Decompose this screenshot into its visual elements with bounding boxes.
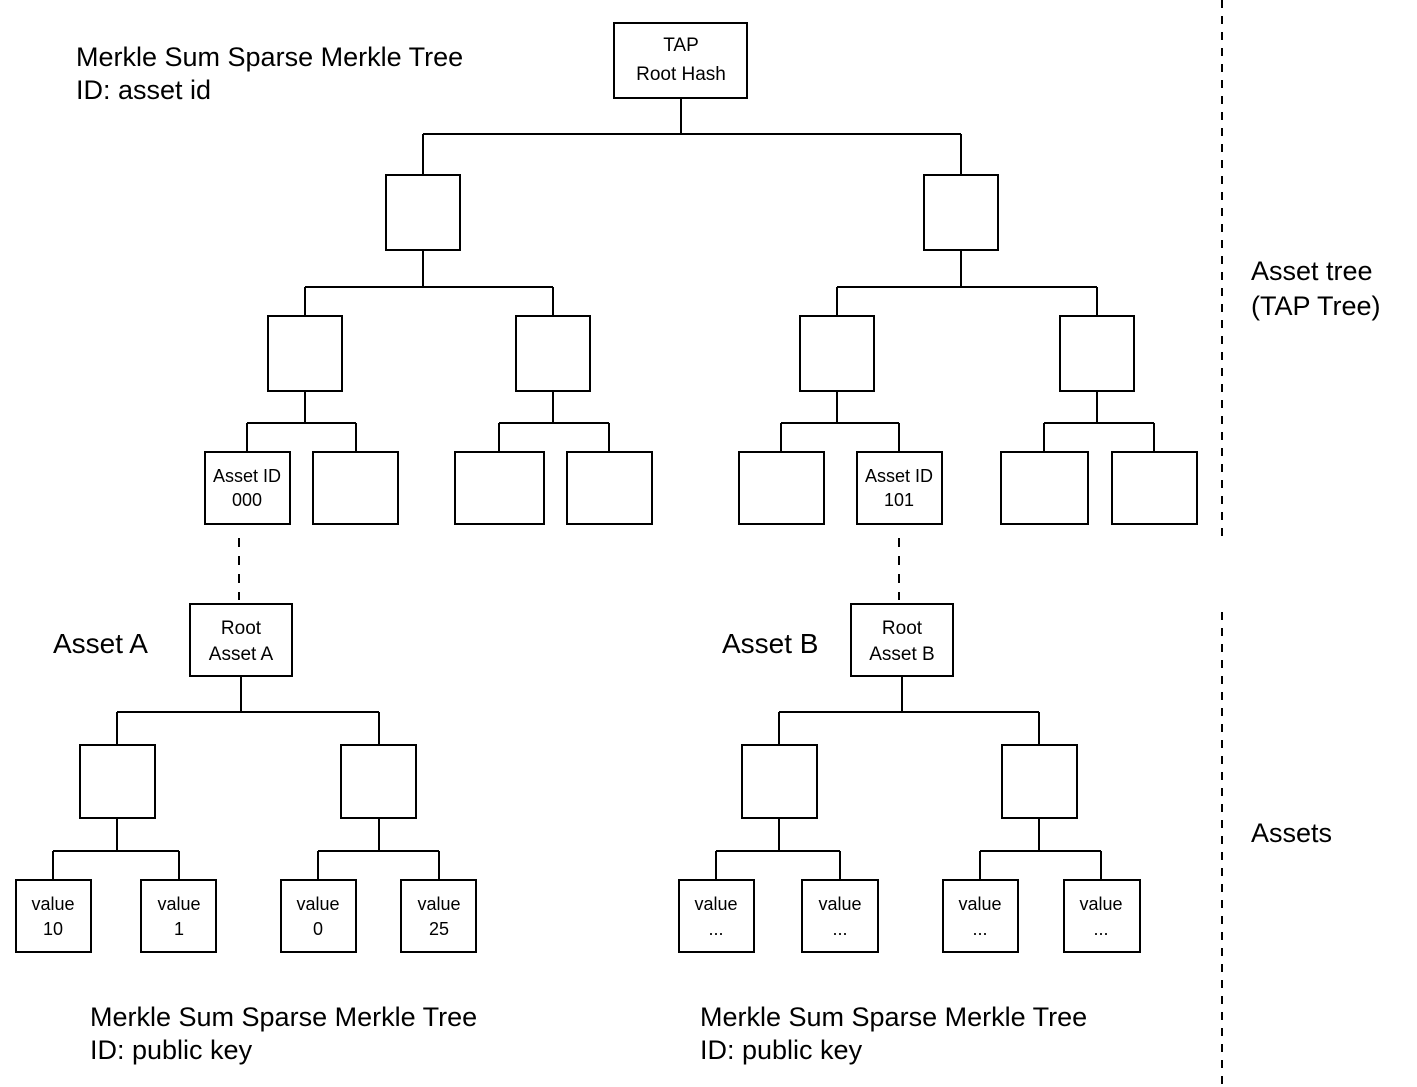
tap-leaf-1[interactable]: Asset ID 000 xyxy=(204,451,291,525)
tap-leaf-6-box[interactable] xyxy=(856,451,943,525)
tap-leaf-5[interactable] xyxy=(738,451,825,525)
asset-b-leaf-3[interactable]: value ... xyxy=(942,879,1019,953)
asset-a-leaf-3[interactable]: value 0 xyxy=(280,879,357,953)
tap-root-label-line2: Root Hash xyxy=(636,64,726,85)
asset-b-leaf-1-label-line1: value xyxy=(694,894,737,914)
tap-level3-node-1[interactable] xyxy=(267,315,343,392)
tap-level2-node-left[interactable] xyxy=(385,174,461,251)
asset-a-root-label-line1: Root xyxy=(221,618,262,639)
asset-a-leaf-4-label-line1: value xyxy=(417,894,460,914)
asset-b-leaf-3-box[interactable] xyxy=(942,879,1019,953)
asset-a-leaf-2-box[interactable] xyxy=(140,879,217,953)
side-label-assets: Assets xyxy=(1251,818,1332,848)
tap-tree-edges xyxy=(246,98,1155,452)
asset-a-leaf-1-box[interactable] xyxy=(15,879,92,953)
asset-a-leaf-1-label-line2: 10 xyxy=(43,919,63,939)
asset-a-inner-node-1[interactable] xyxy=(79,744,156,819)
asset-b-leaf-1-box[interactable] xyxy=(678,879,755,953)
asset-b-inner-node-2[interactable] xyxy=(1001,744,1078,819)
tap-level3-node-4[interactable] xyxy=(1059,315,1135,392)
asset-a-root-node[interactable]: Root Asset A xyxy=(189,603,293,677)
side-label-asset-tree-line1: Asset tree xyxy=(1251,256,1373,286)
tap-leaf-2-box[interactable] xyxy=(312,451,399,525)
tap-root-node[interactable]: TAP Root Hash xyxy=(613,22,748,99)
tap-leaf-8[interactable] xyxy=(1111,451,1198,525)
asset-b-leaf-4-label-line2: ... xyxy=(1093,919,1108,939)
tap-root-label-line1: TAP xyxy=(663,35,699,56)
top-title-line2: ID: asset id xyxy=(76,75,211,105)
asset-b-caption: Merkle Sum Sparse Merkle Tree ID: public… xyxy=(700,1002,1087,1065)
asset-b-leaf-1-label-line2: ... xyxy=(708,919,723,939)
tap-leaf-3[interactable] xyxy=(454,451,545,525)
asset-a-caption-line2: ID: public key xyxy=(90,1035,253,1065)
tap-leaf-1-box[interactable] xyxy=(204,451,291,525)
asset-b-leaf-2[interactable]: value ... xyxy=(801,879,879,953)
asset-a-leaf-4-label-line2: 25 xyxy=(429,919,449,939)
tap-leaf-1-label-line2: 000 xyxy=(232,490,262,510)
asset-a-leaf-3-box[interactable] xyxy=(280,879,357,953)
asset-a-title: Asset A xyxy=(53,628,148,659)
asset-a-leaf-2-label-line1: value xyxy=(157,894,200,914)
asset-b-leaf-2-label-line2: ... xyxy=(832,919,847,939)
asset-a-leaf-2-label-line2: 1 xyxy=(174,919,184,939)
tap-leaf-5-box[interactable] xyxy=(738,451,825,525)
tap-leaf-2[interactable] xyxy=(312,451,399,525)
asset-a-leaf-3-label-line2: 0 xyxy=(313,919,323,939)
asset-b-root-label-line1: Root xyxy=(882,618,923,639)
asset-b-caption-line1: Merkle Sum Sparse Merkle Tree xyxy=(700,1002,1087,1032)
asset-b-root-node[interactable]: Root Asset B xyxy=(850,603,954,677)
tap-level3-node-2[interactable] xyxy=(515,315,591,392)
tap-leaf-6-label-line2: 101 xyxy=(884,490,914,510)
asset-a-caption: Merkle Sum Sparse Merkle Tree ID: public… xyxy=(90,1002,477,1065)
asset-b-title: Asset B xyxy=(722,628,818,659)
asset-b-leaf-4-box[interactable] xyxy=(1063,879,1141,953)
side-label-asset-tree-line2: (TAP Tree) xyxy=(1251,291,1381,321)
asset-b-leaf-4-label-line1: value xyxy=(1079,894,1122,914)
asset-a-caption-line1: Merkle Sum Sparse Merkle Tree xyxy=(90,1002,477,1032)
asset-a-leaf-4[interactable]: value 25 xyxy=(400,879,477,953)
tap-leaf-4[interactable] xyxy=(566,451,653,525)
asset-a-leaf-3-label-line1: value xyxy=(296,894,339,914)
tap-level3-node-3[interactable] xyxy=(799,315,875,392)
asset-a-root-box[interactable] xyxy=(189,603,293,677)
tap-leaf-1-label-line1: Asset ID xyxy=(213,466,281,486)
asset-b-leaf-2-box[interactable] xyxy=(801,879,879,953)
tap-leaf-8-box[interactable] xyxy=(1111,451,1198,525)
tap-leaf-3-box[interactable] xyxy=(454,451,545,525)
asset-b-title-label: Asset B xyxy=(722,628,818,659)
asset-b-root-label-line2: Asset B xyxy=(869,644,934,665)
tap-root-box[interactable] xyxy=(613,22,748,99)
tap-leaf-7-box[interactable] xyxy=(1000,451,1089,525)
asset-a-edges xyxy=(52,676,440,880)
asset-a-inner-node-2[interactable] xyxy=(340,744,417,819)
tap-leaf-7[interactable] xyxy=(1000,451,1089,525)
side-label-asset-tree: Asset tree (TAP Tree) xyxy=(1251,256,1381,321)
top-title: Merkle Sum Sparse Merkle Tree ID: asset … xyxy=(76,42,463,105)
asset-b-inner-node-1[interactable] xyxy=(741,744,818,819)
asset-a-leaf-2[interactable]: value 1 xyxy=(140,879,217,953)
top-title-line1: Merkle Sum Sparse Merkle Tree xyxy=(76,42,463,72)
tap-leaf-6[interactable]: Asset ID 101 xyxy=(856,451,943,525)
asset-b-edges xyxy=(715,676,1102,880)
asset-b-leaf-1[interactable]: value ... xyxy=(678,879,755,953)
asset-a-leaf-1[interactable]: value 10 xyxy=(15,879,92,953)
asset-b-leaf-3-label-line1: value xyxy=(958,894,1001,914)
tap-leaf-6-label-line1: Asset ID xyxy=(865,466,933,486)
asset-a-root-label-line2: Asset A xyxy=(209,644,274,665)
tap-level2-node-right[interactable] xyxy=(923,174,999,251)
asset-b-caption-line2: ID: public key xyxy=(700,1035,863,1065)
asset-a-leaf-1-label-line1: value xyxy=(31,894,74,914)
tap-leaf-4-box[interactable] xyxy=(566,451,653,525)
asset-b-leaf-2-label-line1: value xyxy=(818,894,861,914)
asset-a-leaf-4-box[interactable] xyxy=(400,879,477,953)
asset-a-title-label: Asset A xyxy=(53,628,148,659)
asset-b-leaf-3-label-line2: ... xyxy=(972,919,987,939)
asset-b-leaf-4[interactable]: value ... xyxy=(1063,879,1141,953)
asset-b-root-box[interactable] xyxy=(850,603,954,677)
